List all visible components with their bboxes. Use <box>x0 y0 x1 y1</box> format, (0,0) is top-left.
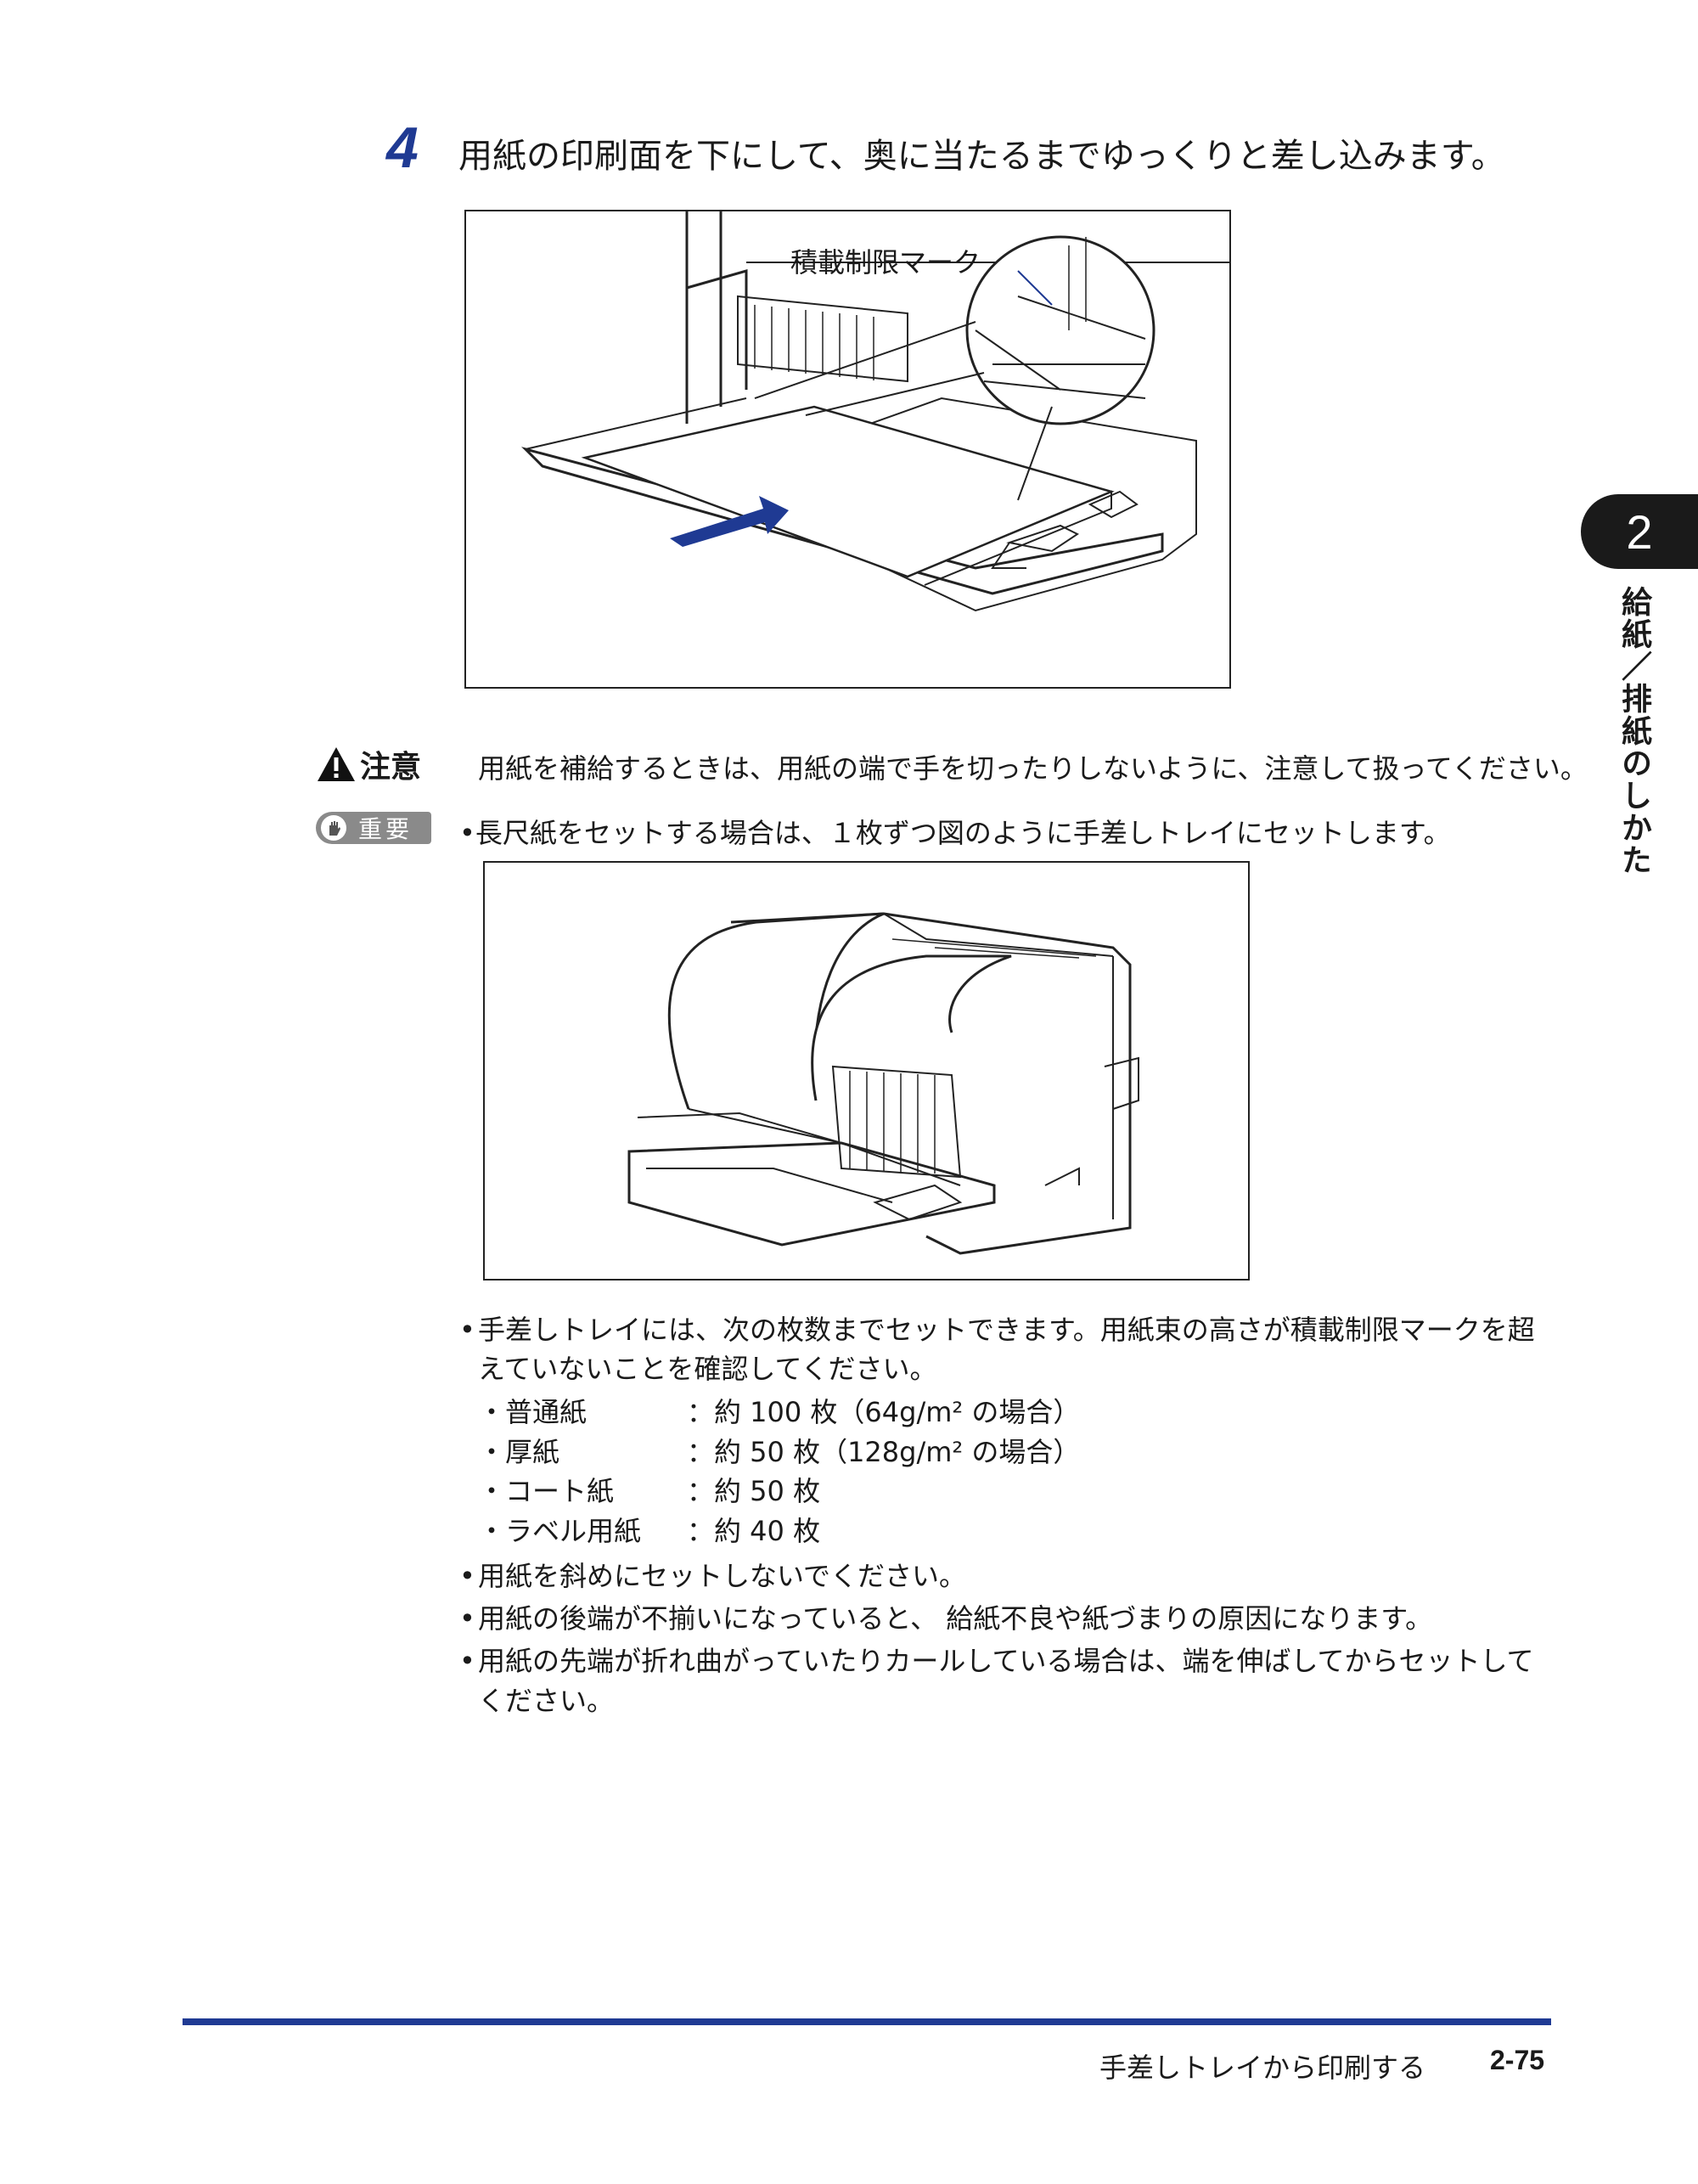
page-number: 2-75 <box>1490 2045 1545 2075</box>
long-paper-note: •長尺紙をセットする場合は、１枚ずつ図のように手差しトレイにセットします。 <box>459 817 1451 849</box>
tray-notes: • 手差しトレイには、次の枚数までセットできます。用紙束の高さが積載制限マークを… <box>459 1310 1555 1724</box>
trailing-edge-note-text: 用紙の後端が不揃いになっていると、 給紙不良や紙づまりの原因になります。 <box>478 1602 1433 1635</box>
capacity-row: ・普通紙 ：約 100 枚（64g/m² の場合） <box>478 1393 1555 1433</box>
capacity-note: • 手差しトレイには、次の枚数までセットできます。用紙束の高さが積載制限マークを… <box>459 1310 1555 1389</box>
long-paper-illustration <box>627 912 1139 1255</box>
skew-note-text: 用紙を斜めにセットしないでください。 <box>478 1559 967 1592</box>
chapter-title: 給紙／排紙のしかた <box>1616 586 1651 876</box>
paper-capacity: ：約 50 枚（128g/m² の場合） <box>687 1435 1081 1468</box>
trailing-edge-note: • 用紙の後端が不揃いになっていると、 給紙不良や紙づまりの原因になります。 <box>459 1599 1555 1638</box>
long-paper-note-text: 長尺紙をセットする場合は、１枚ずつ図のように手差しトレイにセットします。 <box>475 817 1451 849</box>
paper-type: ・ラベル用紙 <box>478 1514 642 1547</box>
chapter-tab[interactable]: 2 <box>1581 494 1698 569</box>
capacity-row: ・ラベル用紙 ：約 40 枚 <box>478 1511 1555 1551</box>
caution-text: 用紙を補給するときは、用紙の端で手を切ったりしないように、注意して扱ってください… <box>478 752 1588 785</box>
caution-header: 注意 <box>316 743 421 785</box>
paper-capacity: ：約 50 枚 <box>687 1475 821 1508</box>
chapter-number: 2 <box>1626 504 1653 559</box>
footer-section-title: 手差しトレイから印刷する <box>1099 2052 1426 2084</box>
leading-edge-note-text: 用紙の先端が折れ曲がっていたりカールしている場合は、端を伸ばしてからセットしてく… <box>478 1645 1534 1717</box>
paper-type: ・普通紙 <box>478 1395 588 1428</box>
step-number: 4 <box>386 115 419 180</box>
capacity-row: ・コート紙 ：約 50 枚 <box>478 1472 1555 1511</box>
leading-edge-note: • 用紙の先端が折れ曲がっていたりカールしている場合は、端を伸ばしてからセットし… <box>459 1641 1555 1720</box>
paper-type: ・厚紙 <box>478 1435 560 1468</box>
insertion-arrow-icon <box>670 496 789 547</box>
caution-label: 注意 <box>360 750 422 785</box>
capacity-note-text: 手差しトレイには、次の枚数までセットできます。用紙束の高さが積載制限マークを超え… <box>478 1314 1535 1386</box>
footer-rule <box>183 2018 1551 2025</box>
paper-type: ・コート紙 <box>478 1475 615 1508</box>
important-label: 重要 <box>358 815 413 843</box>
hand-stop-icon <box>321 815 346 841</box>
skew-note: • 用紙を斜めにセットしないでください。 <box>459 1556 1555 1596</box>
step-instruction: 用紙の印刷面を下にして、奥に当たるまでゆっくりと差し込みます。 <box>458 137 1505 176</box>
paper-capacity: ：約 100 枚（64g/m² の場合） <box>687 1395 1081 1428</box>
capacity-list: ・普通紙 ：約 100 枚（64g/m² の場合） ・厚紙 ：約 50 枚（12… <box>478 1393 1555 1551</box>
paper-capacity: ：約 40 枚 <box>687 1514 821 1547</box>
figure-paper-insertion: 積載制限マーク <box>464 210 1231 689</box>
important-badge: 重要 <box>316 812 431 844</box>
warning-triangle-icon <box>318 747 355 781</box>
capacity-row: ・厚紙 ：約 50 枚（128g/m² の場合） <box>478 1433 1555 1472</box>
stack-limit-mark-callout: 積載制限マーク <box>790 246 981 279</box>
figure-long-paper <box>483 861 1250 1281</box>
paper-insertion-illustration <box>521 211 1230 612</box>
